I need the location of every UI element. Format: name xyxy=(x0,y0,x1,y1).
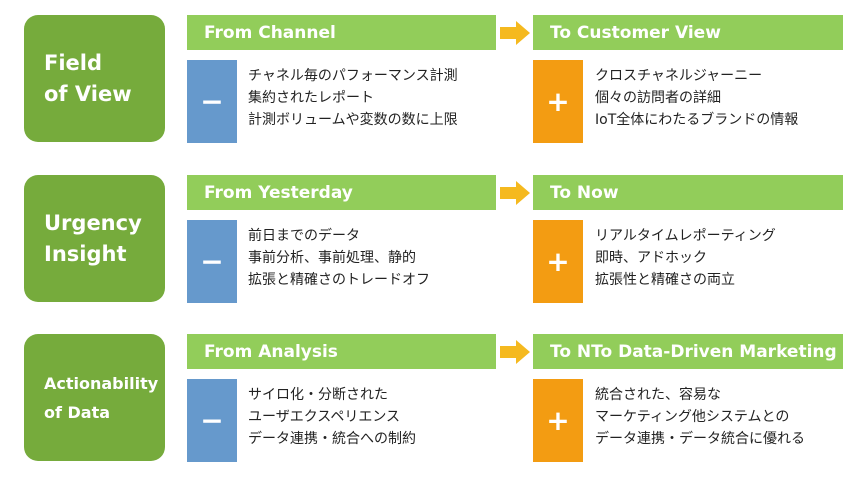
from-item: データ連携・統合への制約 xyxy=(248,431,416,447)
to-item: 個々の訪問者の詳細 xyxy=(595,90,721,106)
plus-icon: + xyxy=(533,379,583,462)
minus-icon: − xyxy=(187,379,237,462)
from-item: 拡張と精確さのトレードオフ xyxy=(248,272,430,288)
row-urgency-insight: Urgency Insight From Yesterday To Now − … xyxy=(0,175,864,305)
category-label-box: Urgency Insight xyxy=(24,175,165,302)
from-item: サイロ化・分断された xyxy=(248,387,388,403)
from-items: チャネル毎のパフォーマンス計測 集約されたレポート 計測ボリュームや変数の数に上… xyxy=(248,65,458,131)
from-items: 前日までのデータ 事前分析、事前処理、静的 拡張と精確さのトレードオフ xyxy=(248,225,430,291)
to-item: リアルタイムレポーティング xyxy=(595,228,776,244)
to-item: マーケティング他システムとの xyxy=(595,409,790,425)
minus-icon: − xyxy=(187,60,237,143)
to-header: To Now xyxy=(533,175,843,210)
to-item: クロスチャネルジャーニー xyxy=(595,68,763,84)
from-header: From Analysis xyxy=(187,334,496,369)
category-label: Actionability of Data xyxy=(44,373,159,422)
category-label-box: Field of View xyxy=(24,15,165,142)
plus-icon: + xyxy=(533,60,583,143)
minus-icon: − xyxy=(187,220,237,303)
arrow-right-icon xyxy=(500,181,530,205)
arrow-right-icon xyxy=(500,340,530,364)
category-label-box: Actionability of Data xyxy=(24,334,165,461)
arrow-right-icon xyxy=(500,21,530,45)
plus-icon: + xyxy=(533,220,583,303)
from-header: From Channel xyxy=(187,15,496,50)
row-field-of-view: Field of View From Channel To Customer V… xyxy=(0,15,864,145)
to-item: 拡張性と精確さの両立 xyxy=(595,272,735,288)
category-label: Urgency Insight xyxy=(44,210,142,266)
from-item: ユーザエクスペリエンス xyxy=(248,409,401,425)
from-item: 前日までのデータ xyxy=(248,228,360,244)
to-item: データ連携・データ統合に優れる xyxy=(595,431,805,447)
to-header: To NTo Data-Driven Marketing xyxy=(533,334,843,369)
to-item: 即時、アドホック xyxy=(595,250,707,266)
to-header: To Customer View xyxy=(533,15,843,50)
to-items: 統合された、容易な マーケティング他システムとの データ連携・データ統合に優れる xyxy=(595,384,805,450)
row-actionability-of-data: Actionability of Data From Analysis To N… xyxy=(0,334,864,464)
to-items: リアルタイムレポーティング 即時、アドホック 拡張性と精確さの両立 xyxy=(595,225,776,291)
to-item: IoT全体にわたるブランドの情報 xyxy=(595,112,799,128)
from-item: 計測ボリュームや変数の数に上限 xyxy=(248,112,458,128)
to-items: クロスチャネルジャーニー 個々の訪問者の詳細 IoT全体にわたるブランドの情報 xyxy=(595,65,798,131)
to-item: 統合された、容易な xyxy=(595,387,721,403)
from-item: チャネル毎のパフォーマンス計測 xyxy=(248,68,458,84)
from-header: From Yesterday xyxy=(187,175,496,210)
from-item: 集約されたレポート xyxy=(248,90,374,106)
category-label: Field of View xyxy=(44,50,132,106)
from-item: 事前分析、事前処理、静的 xyxy=(248,250,416,266)
from-items: サイロ化・分断された ユーザエクスペリエンス データ連携・統合への制約 xyxy=(248,384,416,450)
